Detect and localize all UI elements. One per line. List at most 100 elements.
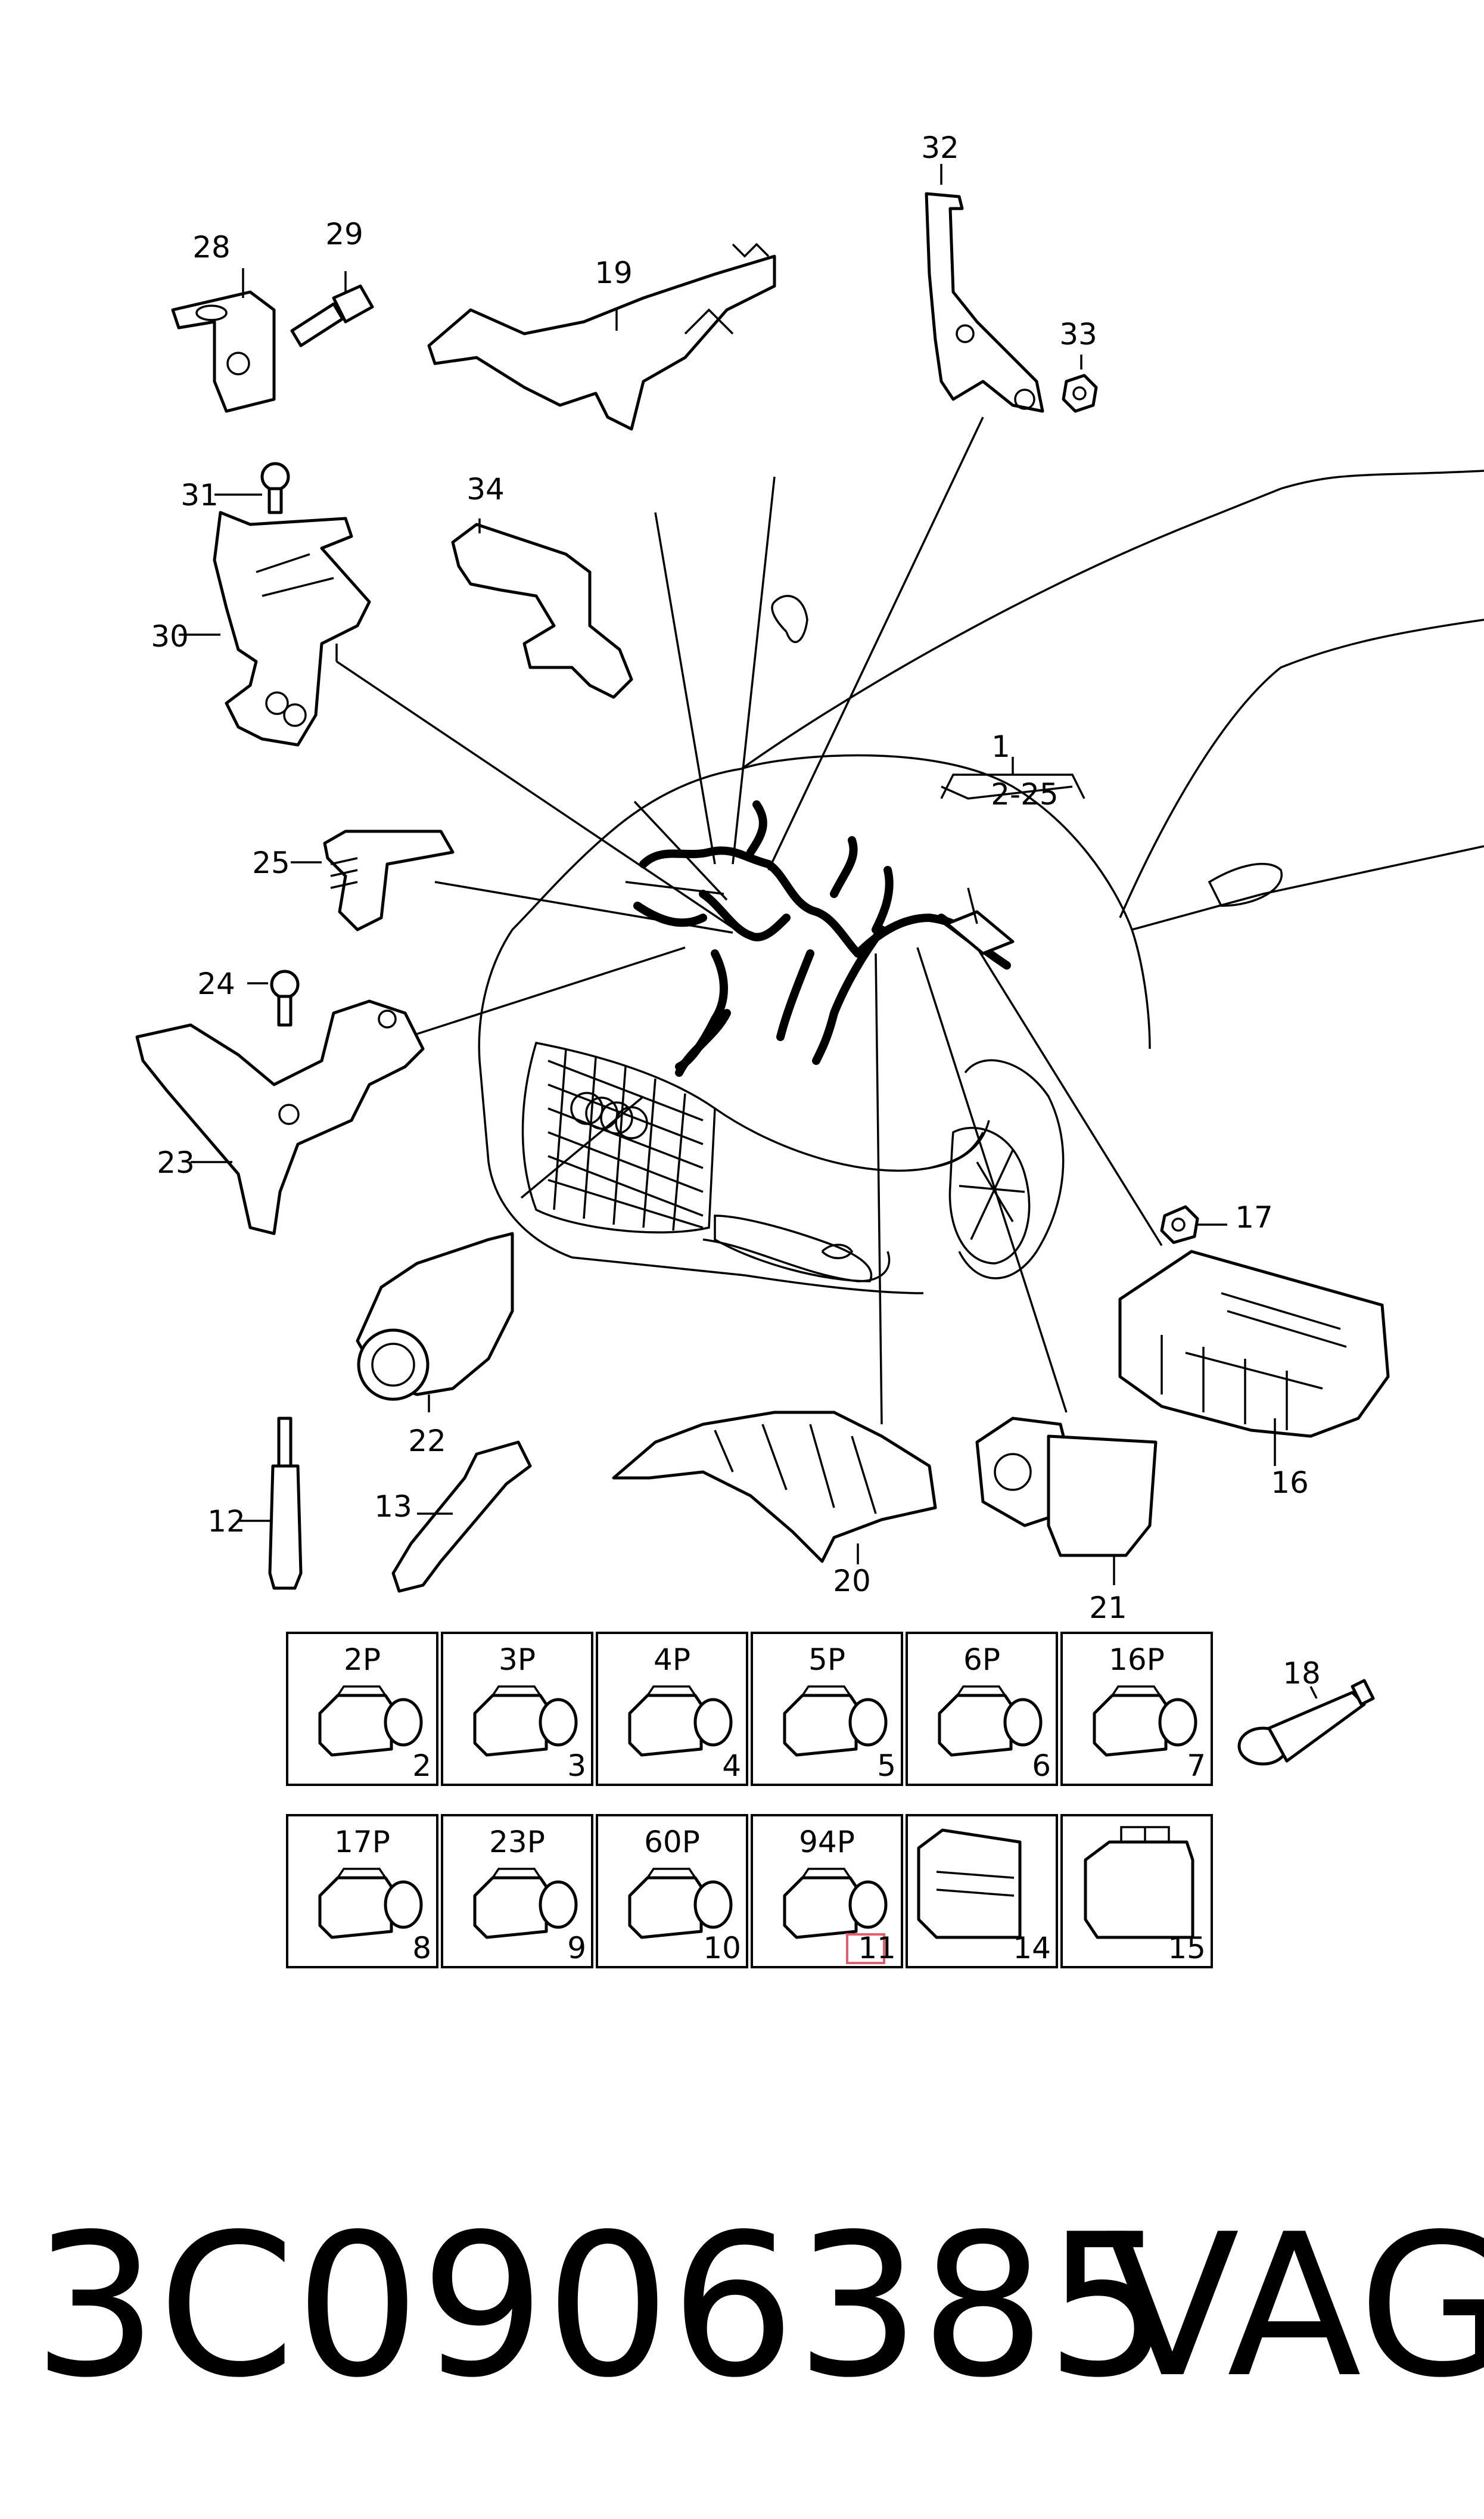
- connector-index: 10: [703, 1931, 741, 1965]
- connector-latch: [646, 1685, 696, 1696]
- part-19-harness-guide: [427, 243, 776, 431]
- callout-19: 19: [595, 256, 633, 290]
- connector-housing: [783, 1694, 858, 1757]
- connector-latch: [956, 1685, 1006, 1696]
- connector-index: 8: [412, 1931, 431, 1965]
- connector-latch: [337, 1868, 387, 1878]
- connector-housing: [318, 1876, 393, 1939]
- connector-cell: 5P 5: [751, 1632, 903, 1786]
- connector-latch: [337, 1685, 387, 1696]
- audi-rings-icon: [570, 1092, 648, 1139]
- connector-index: 5: [877, 1748, 896, 1783]
- connector-pin-count: 3P: [499, 1642, 536, 1677]
- part-12-tool: [268, 1417, 303, 1590]
- connector-pin-count: 6P: [963, 1642, 1000, 1677]
- part-25-clip: [323, 830, 455, 931]
- part-18-grommet: [1237, 1679, 1375, 1766]
- connector-pin-count: 17P: [334, 1825, 390, 1859]
- callout-21: 21: [1089, 1591, 1127, 1625]
- connector-cell: 15: [1060, 1814, 1213, 1968]
- control-unit-housing: [917, 1828, 1022, 1939]
- connector-housing: [318, 1694, 393, 1757]
- connector-index: 9: [567, 1931, 586, 1965]
- connector-cell: 4P 4: [596, 1632, 748, 1786]
- wiring-harness: [633, 800, 1011, 1077]
- harness-connector-block: [945, 910, 1015, 955]
- callout-12: 12: [207, 1504, 245, 1539]
- callout-24: 24: [197, 967, 235, 1001]
- connector-index: 14: [1013, 1931, 1051, 1965]
- connector-pin-count: 60P: [644, 1825, 700, 1859]
- connector-housing: [783, 1876, 858, 1939]
- part-29-bolt: [290, 284, 374, 347]
- part-17-nut: [1160, 1205, 1199, 1244]
- connector-pin-count: 16P: [1109, 1642, 1165, 1677]
- connector-cable-seal: [693, 1880, 733, 1929]
- connector-housing: [1093, 1694, 1168, 1757]
- connector-index: 2: [412, 1748, 431, 1783]
- callout-1: 1: [991, 729, 1010, 764]
- callout-34: 34: [466, 472, 505, 507]
- connector-cell: 17P 8: [286, 1814, 438, 1968]
- callout-29: 29: [325, 217, 363, 251]
- connector-pin-count: 23P: [489, 1825, 545, 1859]
- connector-index: 15: [1168, 1931, 1206, 1965]
- connector-latch: [801, 1868, 851, 1878]
- part-31-screw: [260, 462, 290, 514]
- part-13-strip: [391, 1440, 532, 1593]
- relay-pins: [1120, 1826, 1170, 1842]
- callout-18: 18: [1283, 1656, 1321, 1691]
- connector-housing: [628, 1876, 703, 1939]
- connector-latch: [801, 1685, 851, 1696]
- connector-pin-count: 2P: [344, 1642, 381, 1677]
- part-22-holder: [356, 1232, 514, 1401]
- part-30-bracket: [213, 511, 371, 747]
- part-32-bracket: [925, 192, 1044, 413]
- connector-index: 11: [858, 1931, 896, 1965]
- control-unit-detail: [936, 1871, 1015, 1897]
- connector-pin-count: 5P: [808, 1642, 845, 1677]
- connector-cable-seal: [539, 1698, 578, 1747]
- connector-index: 6: [1032, 1748, 1051, 1783]
- connector-housing: [473, 1694, 548, 1757]
- connector-cable-seal: [1158, 1698, 1197, 1747]
- connector-cell: 6P 6: [906, 1632, 1058, 1786]
- connector-latch: [1111, 1685, 1161, 1696]
- connector-index: 4: [722, 1748, 741, 1783]
- connector-latch: [491, 1868, 542, 1878]
- highlight-box: [846, 1933, 885, 1964]
- callout-33: 33: [1059, 317, 1097, 352]
- brand-name: VAG: [1105, 2192, 1484, 2421]
- relay-housing: [1084, 1840, 1194, 1939]
- connector-latch: [491, 1685, 542, 1696]
- connector-housing: [938, 1694, 1013, 1757]
- connector-housing: [473, 1876, 548, 1939]
- connector-index: 7: [1187, 1748, 1206, 1783]
- connector-latch: [646, 1868, 696, 1878]
- connector-cable-seal: [693, 1698, 733, 1747]
- connector-cable-seal: [1003, 1698, 1043, 1747]
- connector-cell: 60P 10: [596, 1814, 748, 1968]
- connector-pin-count: 94P: [799, 1825, 855, 1859]
- callout-28: 28: [192, 230, 231, 265]
- part-24-bolt: [270, 970, 300, 1027]
- callout-32: 32: [921, 131, 959, 165]
- grille-mesh: [547, 1048, 704, 1231]
- callout-16: 16: [1271, 1465, 1309, 1500]
- callout-23: 23: [157, 1145, 195, 1180]
- part-33-nut: [1062, 374, 1098, 413]
- part-16-fuse-box: [1118, 1250, 1390, 1438]
- callout-2-25: 2-25: [991, 777, 1058, 812]
- callout-22: 22: [408, 1424, 446, 1458]
- callout-13: 13: [374, 1489, 412, 1524]
- connector-cell: 2P 2: [286, 1632, 438, 1786]
- callout-31: 31: [181, 478, 219, 513]
- connector-index: 3: [567, 1748, 586, 1783]
- callout-17: 17: [1235, 1200, 1273, 1235]
- callout-leaders: [179, 164, 1318, 1699]
- callout-30: 30: [151, 619, 189, 654]
- connector-pin-count: 4P: [654, 1642, 690, 1677]
- connector-cell: 23P 9: [441, 1814, 593, 1968]
